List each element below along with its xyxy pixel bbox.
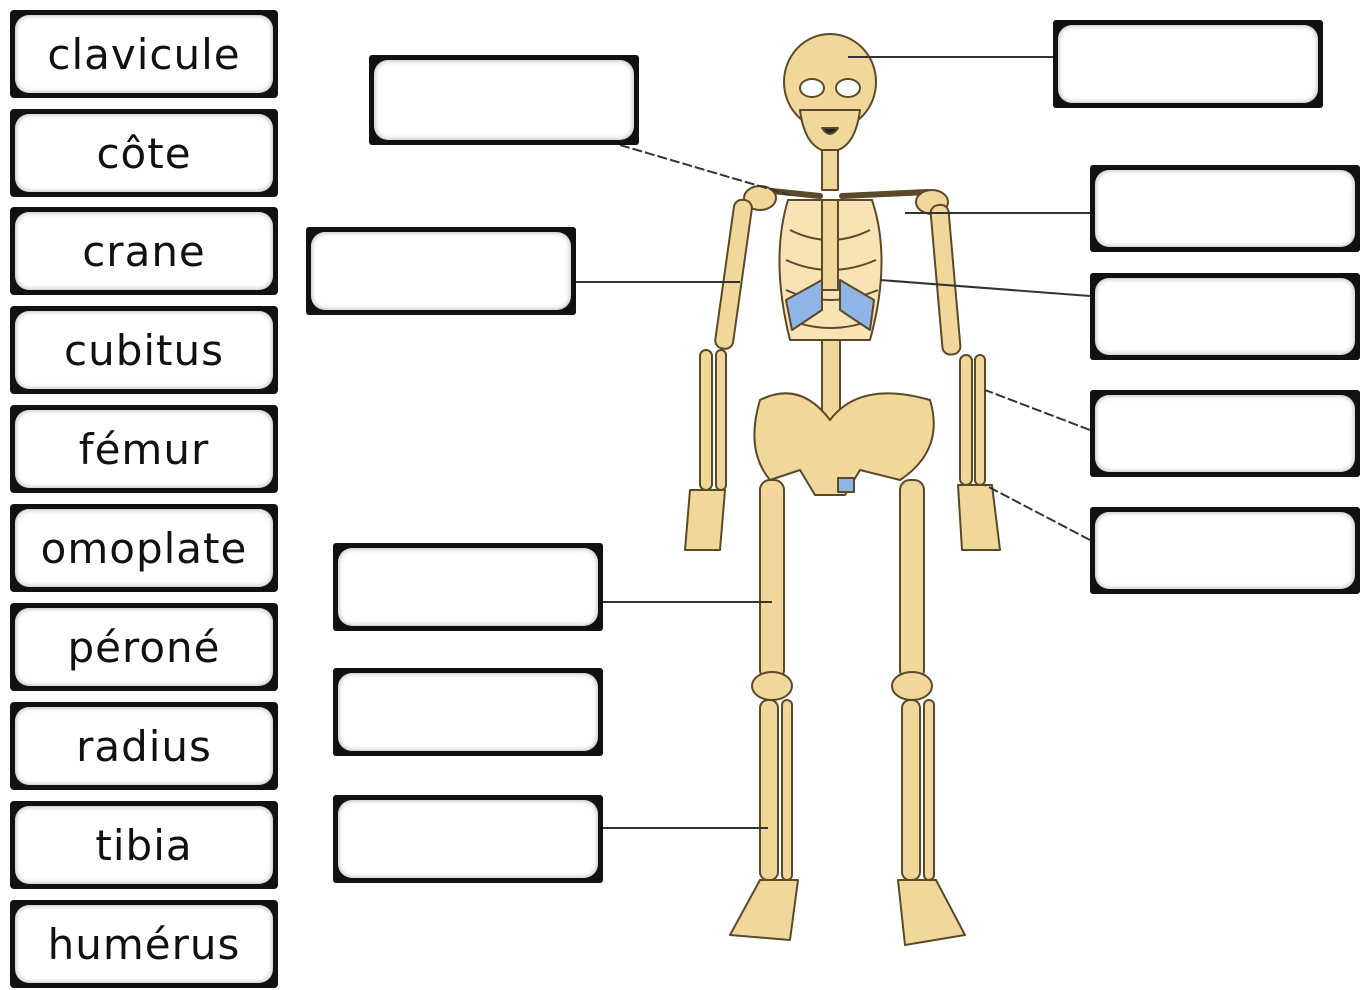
answer-box-skull[interactable] xyxy=(1053,20,1323,108)
neck xyxy=(822,150,838,190)
sternum xyxy=(822,200,838,290)
skeleton-figure xyxy=(685,34,1000,945)
answer-box-radius[interactable] xyxy=(1090,390,1360,477)
answer-box-ulna[interactable] xyxy=(1090,507,1360,594)
left-hand xyxy=(685,490,725,550)
answer-box-fibula[interactable] xyxy=(333,668,603,756)
answer-box-clavicle[interactable] xyxy=(369,55,639,145)
answer-box-tibia[interactable] xyxy=(333,795,603,883)
left-foot xyxy=(730,880,798,940)
right-hand xyxy=(958,485,1000,550)
answer-box-femur[interactable] xyxy=(333,543,603,631)
answer-box-scapula[interactable] xyxy=(1090,165,1360,252)
answer-box-humerus[interactable] xyxy=(306,227,576,315)
femur-left xyxy=(760,480,784,680)
right-foot xyxy=(898,880,965,945)
humerus-left xyxy=(714,199,753,350)
answer-box-rib[interactable] xyxy=(1090,273,1360,360)
